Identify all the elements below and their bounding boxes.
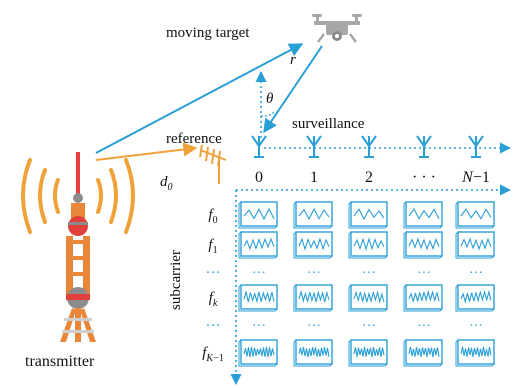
ellipsis-mark: ··· [362, 319, 376, 334]
transmitter-tower-icon [21, 152, 135, 342]
subcarrier-frequency-label: ··· [206, 318, 221, 334]
signal-waveform-cell [455, 231, 495, 259]
ellipsis-mark: ··· [417, 319, 431, 334]
surveillance-antenna-icon [306, 135, 322, 158]
theta-symbol: θ [266, 91, 274, 107]
surveillance-antenna-icon [251, 135, 267, 158]
subcarrier-frequency-label: f0 [208, 207, 217, 226]
ellipsis-mark: ··· [469, 266, 483, 281]
signal-waveform-cell [293, 339, 333, 367]
transmitter-label: transmitter [25, 353, 95, 370]
reference-label: reference [166, 131, 222, 147]
reference-path [95, 142, 198, 161]
surveillance-antenna-icon [416, 135, 432, 158]
ellipsis-mark: ··· [307, 319, 321, 334]
antenna-index-label: · · · [412, 169, 436, 186]
signal-waveform-cell [293, 201, 333, 229]
reference-antenna-icon [199, 144, 227, 184]
surveillance-antenna-icon [468, 135, 484, 158]
antenna-index-row: 0 1 2 · · · N−1 [255, 169, 490, 186]
signal-waveform-cell [238, 284, 278, 312]
direct-illumination-path [95, 43, 304, 154]
subcarrier-frequency-label: fK−1 [202, 345, 223, 364]
signal-waveform-cell [238, 339, 278, 367]
signal-waveform-cell [403, 231, 443, 259]
ellipsis-mark: ··· [252, 266, 266, 281]
subcarrier-labels: f0 f1 ··· fk ··· fK−1 [202, 207, 223, 364]
ellipsis-mark: ··· [469, 319, 483, 334]
antenna-index-label: 2 [365, 169, 373, 186]
signal-waveform-cell [403, 339, 443, 367]
subcarrier-frequency-label: ··· [206, 265, 221, 281]
surveillance-label: surveillance [292, 116, 365, 132]
ellipsis-mark: ··· [252, 319, 266, 334]
surveillance-antenna-icon [361, 135, 377, 158]
signal-waveform-cell [403, 284, 443, 312]
d0-symbol: d0 [160, 174, 173, 193]
signal-waveform-cell [348, 231, 388, 259]
signal-grid: ··· ··· ··· ··· ··· ··· ··· ··· ··· ··· [238, 201, 495, 367]
signal-waveform-cell [238, 201, 278, 229]
antenna-index-label: 0 [255, 169, 263, 186]
signal-waveform-cell [348, 284, 388, 312]
range-symbol: r [290, 52, 296, 68]
signal-waveform-cell [293, 231, 333, 259]
signal-waveform-cell [455, 339, 495, 367]
surveillance-array [251, 135, 484, 158]
signal-waveform-cell [455, 284, 495, 312]
subcarrier-frequency-label: fk [209, 290, 218, 309]
echo-path [263, 45, 323, 134]
signal-waveform-cell [348, 201, 388, 229]
ellipsis-mark: ··· [362, 266, 376, 281]
signal-waveform-cell [403, 201, 443, 229]
subcarrier-label: subcarrier [168, 250, 184, 310]
antenna-index-label: N−1 [461, 169, 490, 186]
signal-waveform-cell [348, 339, 388, 367]
drone-icon [312, 14, 362, 43]
signal-waveform-cell [455, 201, 495, 229]
signal-waveform-cell [238, 231, 278, 259]
subcarrier-frequency-label: f1 [208, 237, 217, 256]
antenna-index-label: 1 [310, 169, 318, 186]
signal-waveform-cell [293, 284, 333, 312]
ellipsis-mark: ··· [417, 266, 431, 281]
ellipsis-mark: ··· [307, 266, 321, 281]
moving-target-label: moving target [166, 25, 250, 41]
